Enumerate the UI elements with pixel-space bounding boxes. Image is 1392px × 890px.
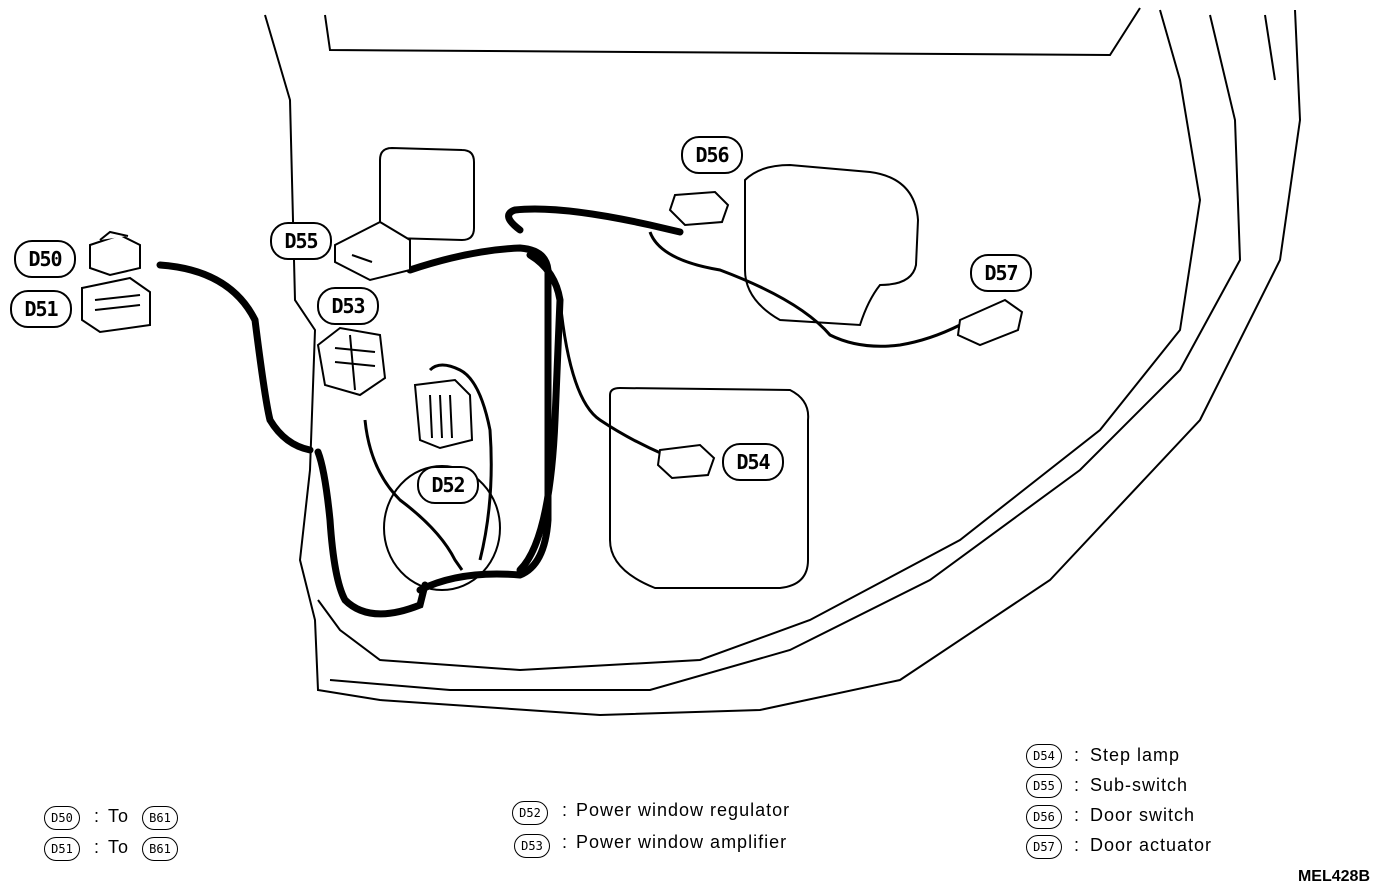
- main-harness: [156, 205, 684, 618]
- door-panel-outline: [264, 7, 1302, 717]
- legend-id: D55: [1026, 774, 1062, 798]
- legend-id: D52: [512, 801, 548, 825]
- legend-sep: :: [1074, 805, 1081, 825]
- legend-ref: B61: [142, 806, 178, 830]
- legend-ref: B61: [142, 837, 178, 861]
- legend-text: Power window regulator: [576, 800, 791, 820]
- figure-code: MEL428B: [1297, 868, 1370, 885]
- connector-label-d53: D53: [317, 287, 379, 325]
- legend-sep: :: [562, 800, 569, 820]
- legend-text: To: [108, 837, 130, 857]
- legend-text: Sub-switch: [1090, 775, 1189, 795]
- connector-label-d56: D56: [681, 136, 743, 174]
- legend-sep: :: [94, 837, 101, 857]
- legend-text: Step lamp: [1090, 745, 1181, 765]
- connector-bodies: [81, 190, 1024, 480]
- legend-id: D56: [1026, 805, 1062, 829]
- legend-id: D57: [1026, 835, 1062, 859]
- legend-text: Power window amplifier: [576, 832, 788, 852]
- connector-label-d52: D52: [417, 466, 479, 504]
- legend-id: D51: [44, 837, 80, 861]
- connector-label-d51: D51: [10, 290, 72, 328]
- legend-text: Door switch: [1090, 805, 1196, 825]
- legend-id: D53: [514, 834, 550, 858]
- legend-sep: :: [1074, 835, 1081, 855]
- connector-label-d57: D57: [970, 254, 1032, 292]
- connector-label-d55: D55: [270, 222, 332, 260]
- connector-label-d50: D50: [14, 240, 76, 278]
- legend-sep: :: [1074, 775, 1081, 795]
- legend-sep: :: [94, 806, 101, 826]
- legend-id: D54: [1026, 744, 1062, 768]
- legend-text: To: [108, 806, 130, 826]
- legend-sep: :: [1074, 745, 1081, 765]
- legend-id: D50: [44, 806, 80, 830]
- branch-wires: [363, 231, 961, 571]
- legend-text: Door actuator: [1090, 835, 1213, 855]
- legend-sep: :: [562, 832, 569, 852]
- connector-label-d54: D54: [722, 443, 784, 481]
